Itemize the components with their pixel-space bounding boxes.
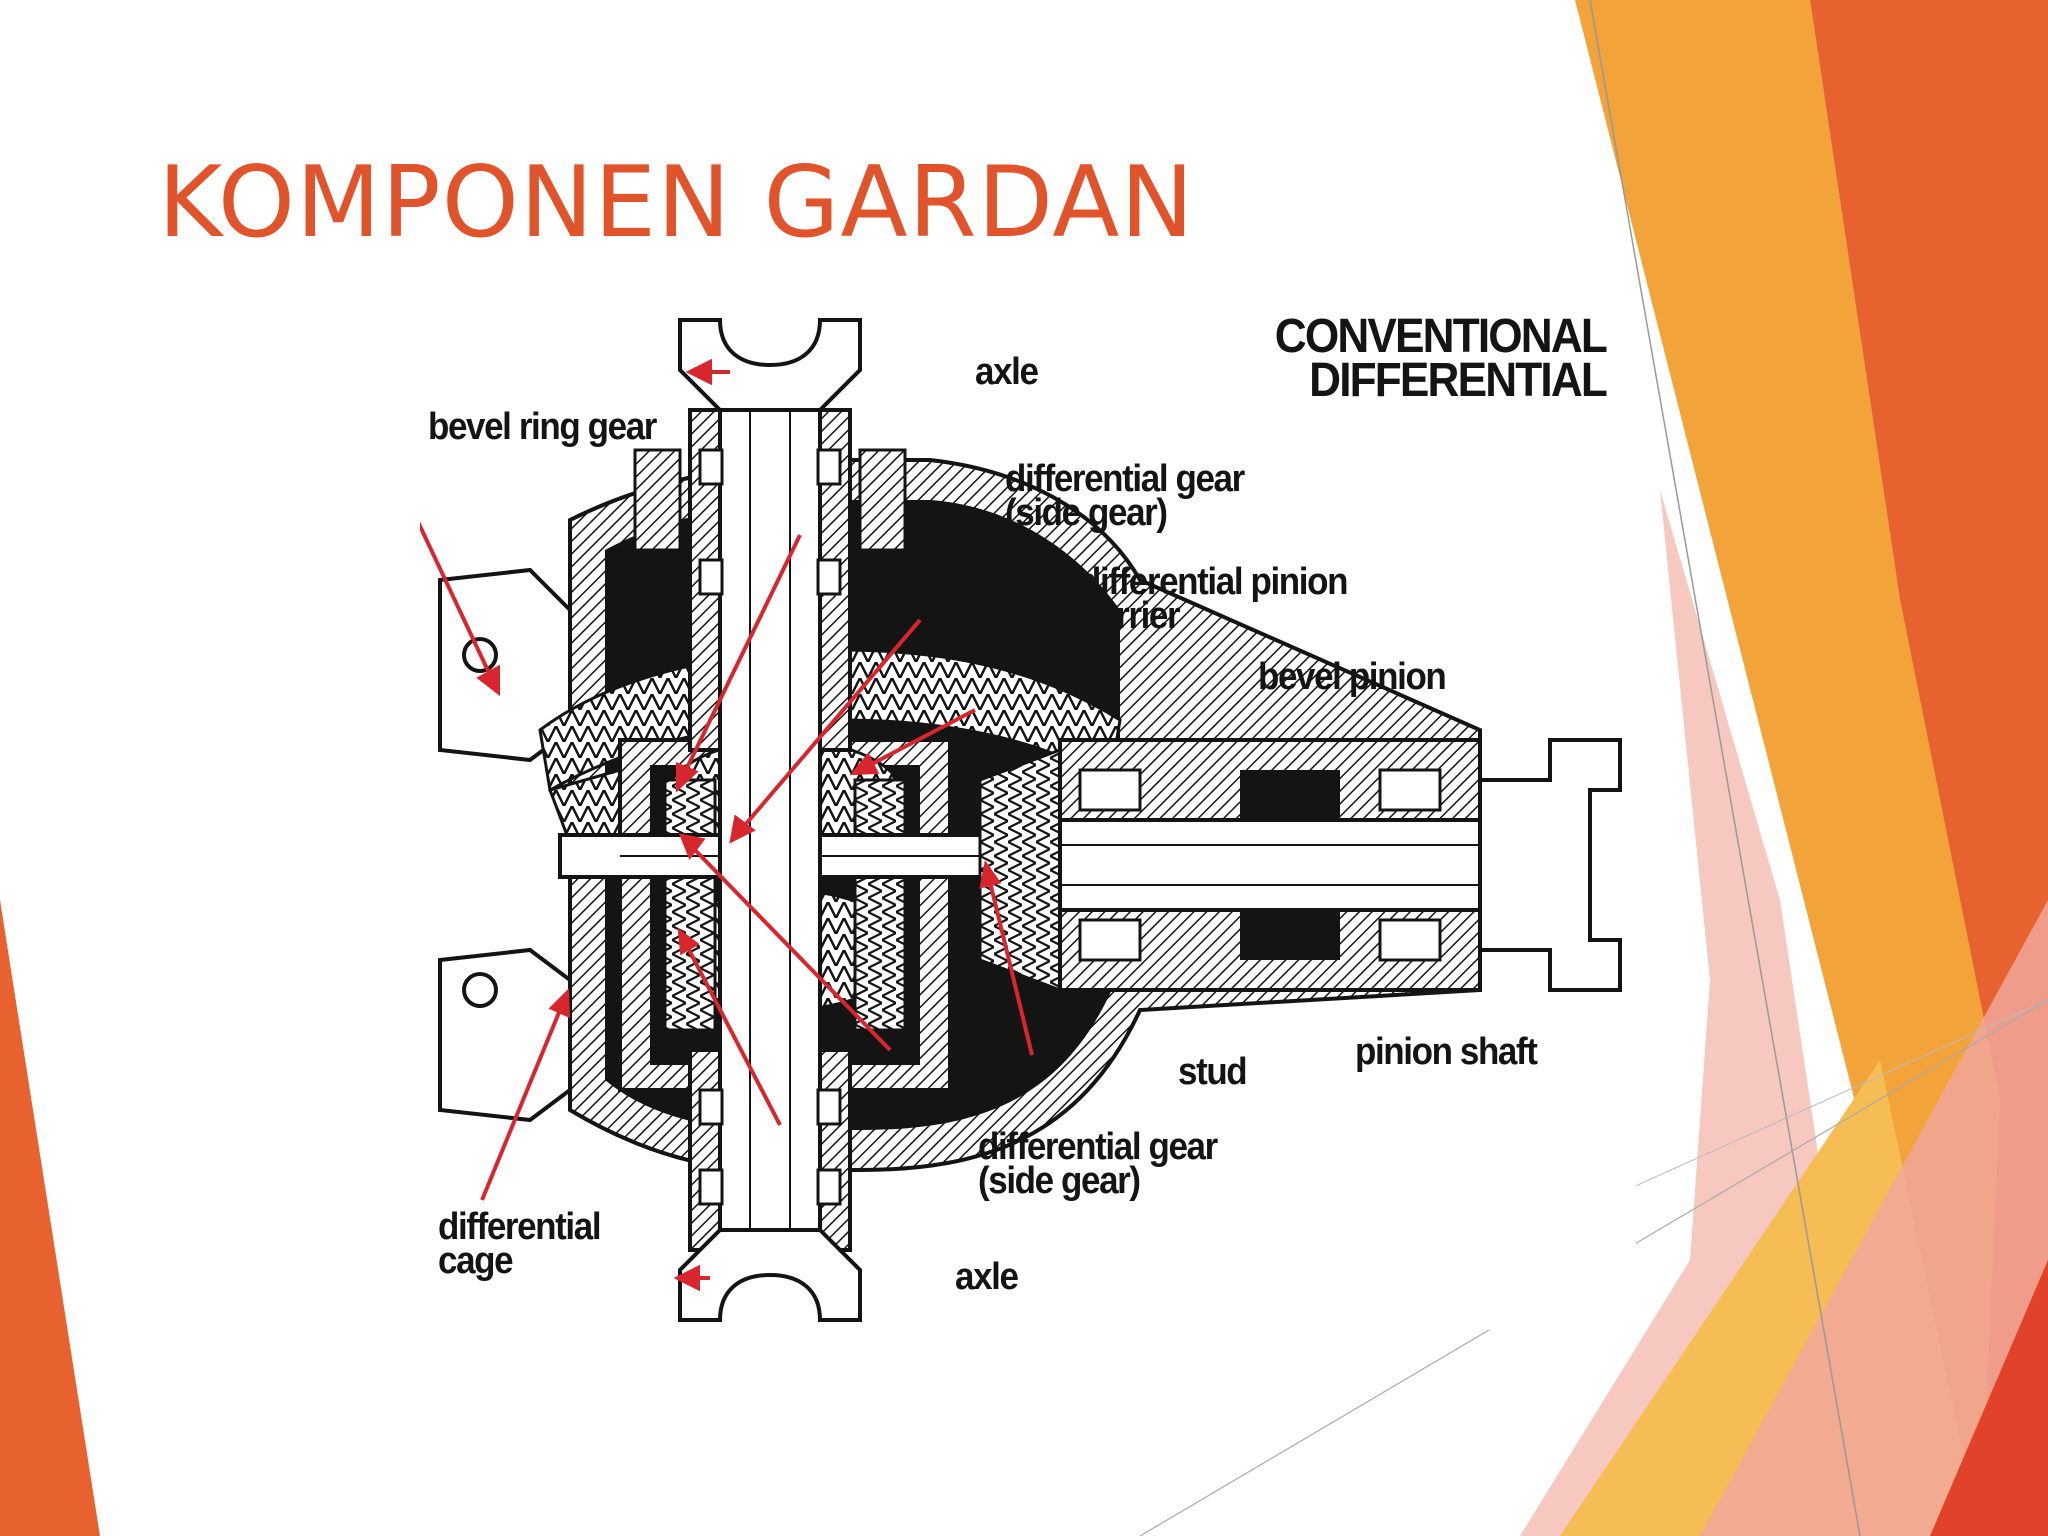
deco-pink-corner [1700, 900, 2048, 1536]
pinion-shaft-assembly [978, 738, 1622, 993]
deco-line-c [1559, 999, 2048, 1221]
label-axle-bottom: axle [955, 1256, 1019, 1298]
axle-assembly [633, 318, 907, 1322]
label-stud: stud [1178, 1051, 1248, 1093]
leader-lines [420, 358, 1034, 1292]
label-bevel-ring-gear: bevel ring gear [428, 406, 657, 448]
label-differential-gear-bottom: differential gear (side gear) [978, 1126, 1218, 1202]
deco-left-band [0, 900, 100, 1536]
label-differential-pinion-carrier: differential pinion carrier [1080, 561, 1348, 637]
label-bevel-pinion: bevel pinion [1258, 656, 1447, 698]
label-differential-gear-top: differential gear (side gear) [1005, 458, 1245, 534]
diagram-heading: CONVENTIONAL DIFFERENTIAL [1274, 310, 1608, 407]
page-title: KOMPONEN GARDAN [158, 146, 1195, 260]
label-differential-cage: differential cage [438, 1206, 602, 1282]
label-pinion-shaft: pinion shaft [1355, 1031, 1538, 1073]
differential-diagram: CONVENTIONAL DIFFERENTIAL axle bevel rin… [420, 310, 1636, 1330]
deco-red-corner [1930, 1260, 2048, 1536]
label-axle-top: axle [975, 351, 1039, 393]
differential-drawing [420, 318, 1622, 1322]
deco-line-a [1589, 0, 1861, 1536]
deco-orange-band [1810, 0, 2048, 1536]
